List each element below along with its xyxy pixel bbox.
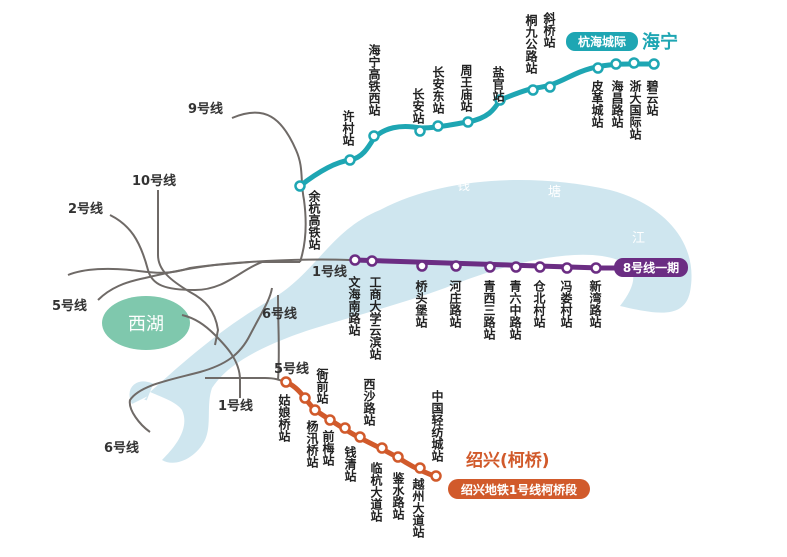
line8-station-dot[interactable] bbox=[510, 261, 522, 273]
shaoxing-line-station-dot[interactable] bbox=[339, 422, 351, 434]
line2-track bbox=[109, 214, 300, 292]
line1-south-label: 1号线 bbox=[218, 398, 253, 414]
shaoxing-line-station-label: 中国轻纺城站 bbox=[430, 389, 444, 463]
line2-label: 2号线 bbox=[68, 201, 103, 217]
shaoxing-line-station-label: 前梅站 bbox=[321, 429, 335, 467]
line8-station-dot[interactable] bbox=[416, 260, 428, 272]
haining-line-station-dot[interactable] bbox=[544, 81, 556, 93]
line6-south-track bbox=[128, 287, 273, 433]
line8-station-dot[interactable] bbox=[534, 261, 546, 273]
haining-line-station-label: 长安站 bbox=[411, 87, 425, 125]
haining-badge-bg bbox=[566, 32, 638, 51]
west-lake-label: 西湖 bbox=[128, 314, 164, 335]
shaoxing-line-station-dot[interactable] bbox=[354, 431, 366, 443]
haining-line-station-dot[interactable] bbox=[294, 180, 306, 192]
haining-line-station-label: 余杭高铁站 bbox=[307, 189, 321, 251]
shaoxing-line-station-label: 鉴水路站 bbox=[391, 471, 405, 521]
line9-track bbox=[231, 111, 307, 263]
line8-station-label: 新湾路站 bbox=[588, 279, 602, 329]
shaoxing-line-station-label: 临杭大道站 bbox=[369, 461, 383, 523]
haining-line-station-label: 皮革城站 bbox=[590, 79, 604, 129]
line6-south-label: 6号线 bbox=[104, 440, 139, 456]
haining-line-station-label: 斜桥站 bbox=[542, 11, 556, 49]
qiantang-river bbox=[150, 179, 692, 463]
shaoxing-line-station-label: 杨汛桥站 bbox=[305, 419, 319, 469]
shaoxing-line-station-label: 姑娘桥站 bbox=[277, 393, 291, 443]
shaoxing-line-station-dot[interactable] bbox=[376, 442, 388, 454]
line8-station-dot[interactable] bbox=[484, 261, 496, 273]
line1-label: 1号线 bbox=[312, 264, 347, 280]
line8-badge: 8号线一期 bbox=[623, 260, 679, 275]
line6-east-label: 6号线 bbox=[262, 306, 297, 322]
line6-east-track bbox=[277, 294, 280, 381]
river-char-3: 江 bbox=[632, 231, 645, 246]
haining-city: 海宁 bbox=[642, 31, 678, 53]
west-lake bbox=[102, 296, 190, 350]
shaoxing-line-station-label: 西沙路站 bbox=[362, 378, 376, 427]
river-char-1: 钱 bbox=[457, 179, 470, 194]
line8-station-dot[interactable] bbox=[349, 254, 361, 266]
shaoxing-city: 绍兴(柯桥) bbox=[466, 450, 550, 471]
haining-line-station-dot[interactable] bbox=[648, 58, 660, 70]
haining-badge: 杭海城际 bbox=[578, 34, 626, 49]
line8-station-label: 工商大学云滨站 bbox=[368, 276, 382, 361]
line5-west-label: 5号线 bbox=[52, 298, 87, 314]
haining-line-station-dot[interactable] bbox=[414, 125, 426, 137]
shaoxing-line-station-label: 越州大道站 bbox=[411, 477, 425, 539]
line8-station-dot[interactable] bbox=[561, 262, 573, 274]
line8-badge-bg bbox=[614, 258, 688, 277]
existing-lines bbox=[67, 111, 379, 433]
haining-line-station-dot[interactable] bbox=[368, 130, 380, 142]
haining-line-station-label: 浙大国际站 bbox=[628, 79, 642, 141]
haining-line-station-label: 周王庙站 bbox=[459, 64, 473, 113]
line8-station-label: 仓北村站 bbox=[532, 279, 546, 329]
line8-station-label: 河庄路站 bbox=[448, 279, 462, 329]
shaoxing-line-station-dot[interactable] bbox=[430, 470, 442, 482]
haining-line-station-dot[interactable] bbox=[344, 154, 356, 166]
line9-label: 9号线 bbox=[188, 101, 223, 117]
shaoxing-line-station-dot[interactable] bbox=[299, 392, 311, 404]
shaoxing-line-station-dot[interactable] bbox=[414, 462, 426, 474]
haining-line-station-dot[interactable] bbox=[494, 94, 506, 106]
line1-track bbox=[67, 258, 379, 276]
haining-line-station-dot[interactable] bbox=[462, 116, 474, 128]
line8-station-dot[interactable] bbox=[366, 255, 378, 267]
haining-line-station-label: 海昌路站 bbox=[610, 79, 624, 129]
shaoxing-stations: 姑娘桥站 衙前站杨汛桥站前梅站 西沙路站钱清站临杭大道站鉴水路站 中国轻纺城站越州大道… bbox=[277, 367, 444, 539]
line10-label: 10号线 bbox=[132, 173, 176, 189]
haining-line-station-label: 盐官站 bbox=[491, 65, 505, 103]
shaoxing-line-station-label: 衙前站 bbox=[315, 367, 329, 405]
shaoxing-badge-bg bbox=[448, 479, 590, 499]
haining-line-station-dot[interactable] bbox=[527, 84, 539, 96]
line8-stations: 文海南路站工商大学云滨站 桥头堡站 河庄路站 青西三路站青六中路站仓北村站冯娄村站 新湾… bbox=[347, 254, 602, 361]
line8-station-label: 青西三路站 bbox=[482, 279, 496, 341]
shaoxing-line-station-label: 钱清站 bbox=[343, 445, 357, 483]
line10-track bbox=[157, 190, 220, 346]
haining-line-station-label: 长安东站 bbox=[431, 65, 445, 115]
shaoxing-line-station-dot[interactable] bbox=[280, 376, 292, 388]
line5-south-label: 5号线 bbox=[274, 361, 309, 377]
shaoxing-line-station-dot[interactable] bbox=[309, 404, 321, 416]
haining-line-station-dot[interactable] bbox=[628, 57, 640, 69]
line8-station-label: 冯娄村站 bbox=[559, 280, 573, 329]
line5-south-track bbox=[181, 314, 241, 398]
haining-line-station-label: 海宁高铁西站 bbox=[367, 43, 381, 117]
haining-stations: 余杭高铁站 许村站海宁高铁西站长安站长安东站周王庙站 盐官站 桐九公路站斜桥站皮革城站… bbox=[294, 11, 660, 251]
line8-station-dot[interactable] bbox=[450, 260, 462, 272]
shaoxing-line-station-dot[interactable] bbox=[392, 451, 404, 463]
line8-station-dot[interactable] bbox=[590, 262, 602, 274]
haining-line-station-label: 桐九公路站 bbox=[524, 13, 538, 75]
haining-line-station-dot[interactable] bbox=[432, 120, 444, 132]
river-char-2: 塘 bbox=[548, 184, 561, 200]
haining-line-station-dot[interactable] bbox=[610, 58, 622, 70]
haining-line-station-dot[interactable] bbox=[592, 62, 604, 74]
shaoxing-line-station-dot[interactable] bbox=[324, 414, 336, 426]
haining-line-station-label: 许村站 bbox=[341, 109, 355, 147]
line8-station-label: 青六中路站 bbox=[508, 279, 522, 341]
line8-station-label: 桥头堡站 bbox=[414, 279, 428, 329]
haining-line-station-label: 碧云站 bbox=[645, 79, 659, 117]
line8-station-label: 文海南路站 bbox=[347, 275, 361, 337]
shaoxing-badge: 绍兴地铁1号线柯桥段 bbox=[461, 482, 578, 497]
